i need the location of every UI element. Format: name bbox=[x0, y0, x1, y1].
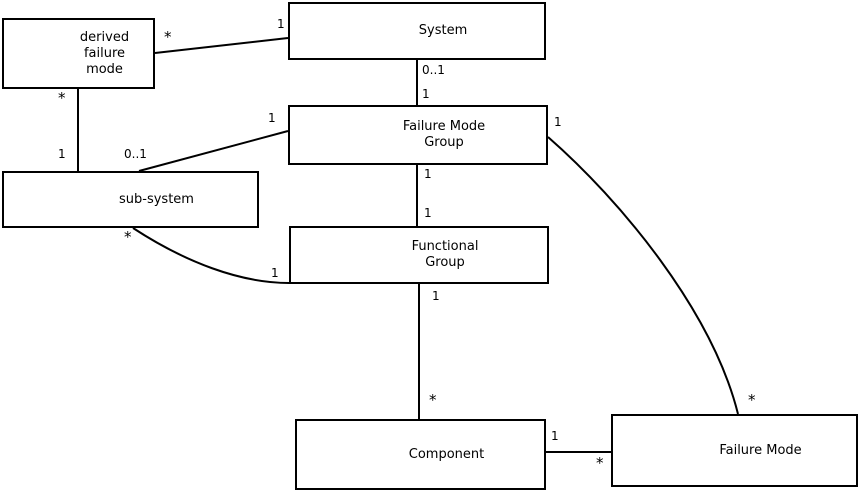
class-name-derived-failure-mode: derived failure mode bbox=[79, 29, 130, 77]
class-name-failure-mode: Failure Mode bbox=[719, 442, 802, 458]
multiplicity-label-sub-system--functional-group-1: 1 bbox=[271, 266, 279, 280]
multiplicity-label-functional-group--component-1: * bbox=[429, 391, 437, 409]
multiplicity-label-derived-failure-mode--system-1: 1 bbox=[277, 17, 285, 31]
class-name-failure-mode-group: Failure Mode Group bbox=[402, 119, 486, 150]
multiplicity-label-system--failure-mode-group-0: 0..1 bbox=[422, 63, 445, 77]
association-line-sub-system--functional-group bbox=[132, 227, 290, 284]
association-line-failure-mode-group--sub-system bbox=[138, 130, 289, 172]
class-box-derived-failure-mode[interactable]: derived failure mode bbox=[2, 18, 155, 89]
class-name-system: System bbox=[418, 23, 468, 38]
multiplicity-label-derived-failure-mode--system-0: * bbox=[164, 28, 172, 46]
multiplicity-label-derived-failure-mode--sub-system-0: * bbox=[58, 89, 66, 107]
multiplicity-label-sub-system--functional-group-0: * bbox=[124, 228, 132, 246]
class-box-functional-group[interactable]: Functional Group bbox=[289, 226, 549, 284]
class-box-sub-system[interactable]: sub-system bbox=[2, 171, 259, 228]
association-line-derived-failure-mode--system bbox=[154, 37, 289, 54]
multiplicity-label-failure-mode-group--failure-mode-0: 1 bbox=[554, 115, 562, 129]
class-name-sub-system: sub-system bbox=[119, 191, 194, 207]
class-name-component: Component bbox=[408, 446, 485, 462]
multiplicity-label-failure-mode-group--sub-system-0: 1 bbox=[268, 111, 276, 125]
multiplicity-label-failure-mode-group--functional-group-0: 1 bbox=[424, 167, 432, 181]
class-box-failure-mode-group[interactable]: Failure Mode Group bbox=[288, 105, 548, 165]
multiplicity-label-component--failure-mode-1: * bbox=[596, 454, 604, 472]
multiplicity-label-functional-group--component-0: 1 bbox=[432, 289, 440, 303]
class-box-component[interactable]: Component bbox=[295, 419, 546, 490]
multiplicity-label-failure-mode-group--functional-group-1: 1 bbox=[424, 206, 432, 220]
class-name-functional-group: Functional Group bbox=[411, 239, 479, 270]
multiplicity-label-system--failure-mode-group-1: 1 bbox=[422, 87, 430, 101]
multiplicity-label-derived-failure-mode--sub-system-1: 1 bbox=[58, 147, 66, 161]
multiplicity-label-component--failure-mode-0: 1 bbox=[551, 429, 559, 443]
multiplicity-label-failure-mode-group--sub-system-1: 0..1 bbox=[124, 147, 147, 161]
class-box-system[interactable]: System bbox=[288, 2, 546, 60]
association-line-failure-mode-group--failure-mode bbox=[547, 136, 739, 415]
class-box-failure-mode[interactable]: Failure Mode bbox=[611, 414, 858, 487]
multiplicity-label-failure-mode-group--failure-mode-1: * bbox=[748, 391, 756, 409]
